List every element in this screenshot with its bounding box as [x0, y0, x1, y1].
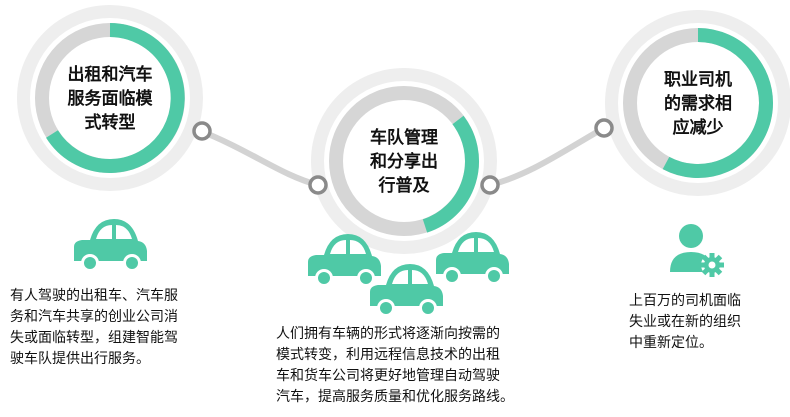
connector-node	[192, 121, 212, 141]
car-icon	[74, 219, 147, 272]
step-3-circle	[605, 10, 790, 196]
step-2-caption: 人们拥有车辆的形式将逐渐向按需的 模式转变，利用远程信息技术的出租 车和货车公司…	[276, 326, 514, 405]
connector-curve	[195, 125, 607, 188]
connector-node	[594, 118, 614, 138]
step-1-circle	[17, 5, 203, 191]
connector-node	[480, 175, 500, 195]
step-2-title: 车队管理 和分享出 行普及	[370, 128, 438, 196]
person-gear-icon	[670, 224, 724, 277]
step-2-circle	[311, 68, 497, 254]
step-1-title: 出租和汽车 服务面临模 式转型	[67, 65, 153, 133]
step-3-title: 职业司机 的需求相 应减少	[664, 70, 732, 138]
connector-node	[308, 175, 328, 195]
step-1-caption: 有人驾驶的出租车、汽车服 务和汽车共享的创业公司消 失或面临转型，组建智能驾 驶…	[10, 288, 178, 367]
step-3-caption: 上百万的司机面临 失业或在新的组织 中重新定位。	[629, 293, 741, 351]
